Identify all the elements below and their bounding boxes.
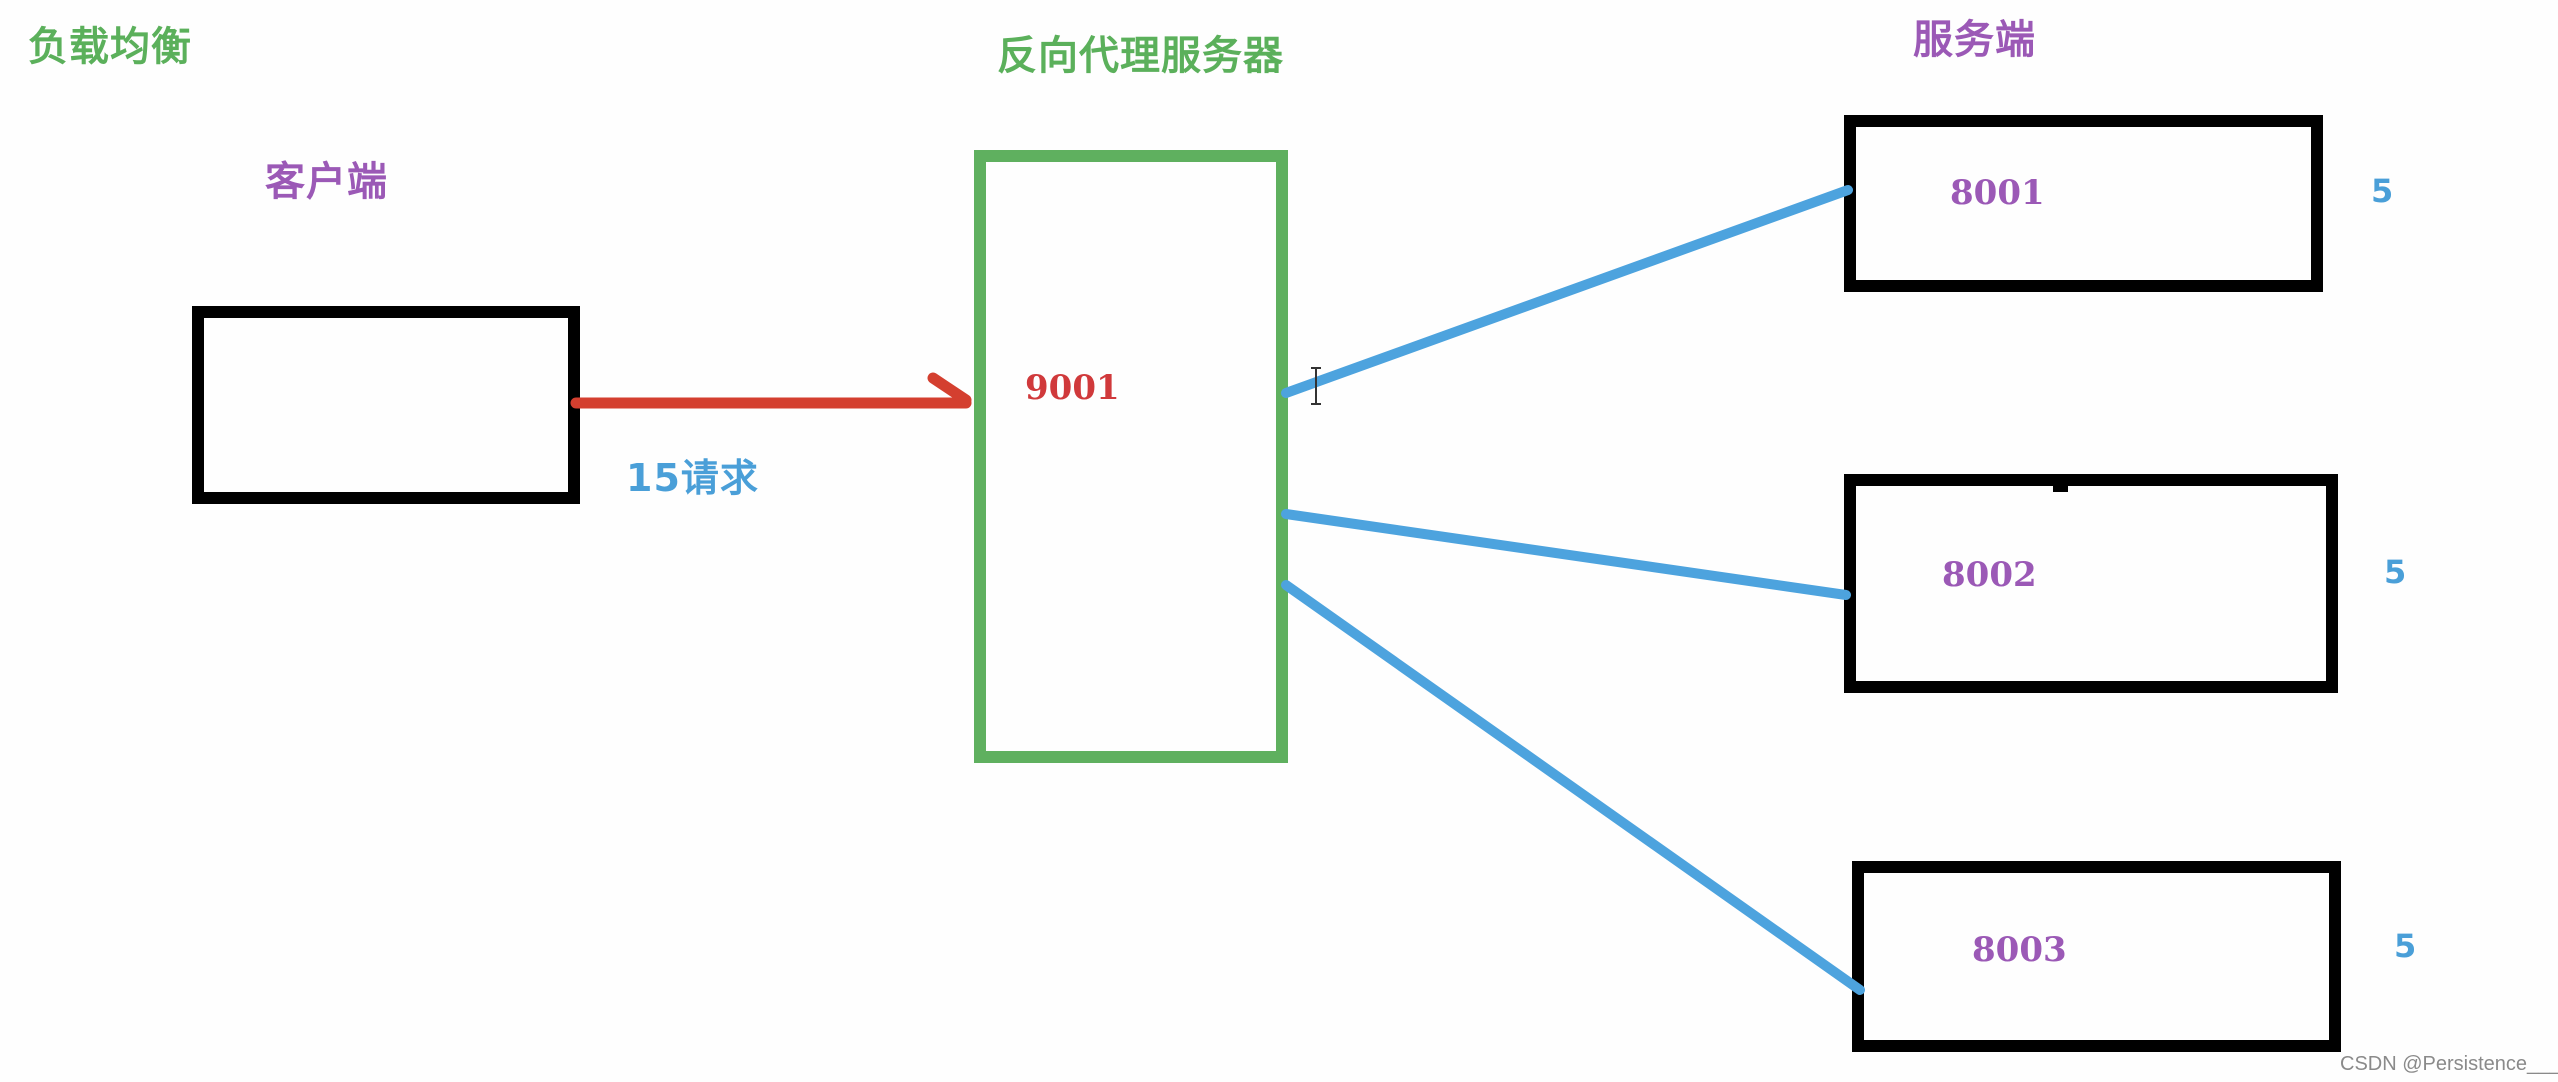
watermark: CSDN @Persistence___ (2340, 1053, 2558, 1075)
client-label: 客户端 (265, 159, 388, 205)
server-box-8003 (1852, 861, 2341, 1052)
proxy-box (974, 150, 1288, 763)
link-8002 (1281, 509, 1851, 600)
link-8001 (1281, 185, 1853, 398)
text-cursor-icon (1311, 367, 1321, 405)
server-port: 8001 (1950, 173, 2045, 213)
servers-label: 服务端 (1913, 17, 2036, 63)
proxy-port: 9001 (1025, 368, 1120, 408)
server-box-8001 (1844, 115, 2323, 292)
box-notch (2053, 484, 2068, 492)
server-request-count: 5 (2371, 172, 2394, 210)
server-box-8002 (1844, 474, 2338, 693)
server-request-count: 5 (2384, 553, 2407, 591)
server-request-count: 5 (2394, 927, 2417, 965)
request-count-label: 15请求 (626, 456, 759, 500)
server-port: 8003 (1972, 930, 2067, 970)
proxy-label: 反向代理服务器 (997, 33, 1284, 79)
request-arrow (570, 372, 972, 409)
client-box (192, 306, 580, 504)
server-links (1281, 185, 1865, 995)
link-8003 (1281, 580, 1865, 995)
diagram-title: 负载均衡 (28, 24, 192, 70)
server-port: 8002 (1942, 555, 2037, 595)
